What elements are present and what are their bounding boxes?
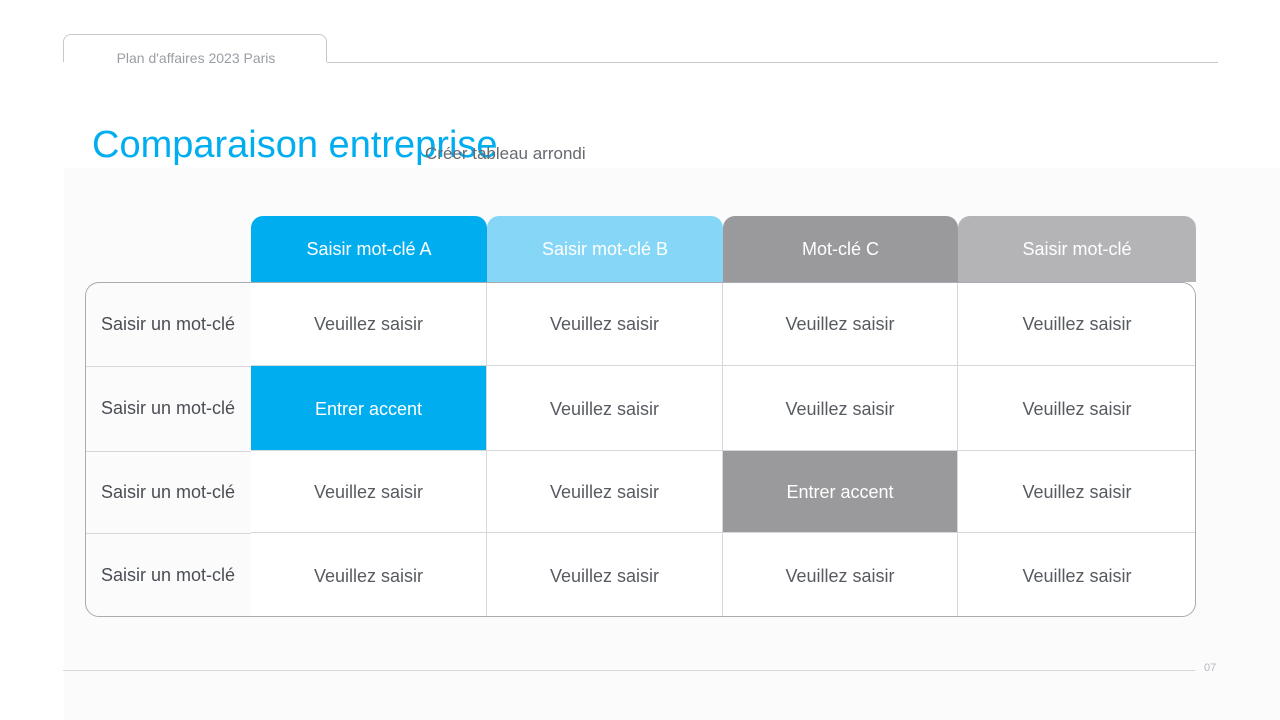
table-cell: Veuillez saisir [958,533,1196,617]
row-label: Saisir un mot-clé [100,481,236,502]
header-tab: Plan d'affaires 2023 Paris [63,34,327,66]
accent-cell: Entrer accent [723,451,958,533]
table-cell: Veuillez saisir [487,282,723,366]
header-label: Plan d'affaires 2023 Paris [116,50,276,66]
table-cell: Veuillez saisir [487,451,723,533]
table-cell: Veuillez saisir [723,282,958,366]
accent-cell: Entrer accent [251,366,487,451]
row-divider [85,533,251,534]
row-label: Saisir un mot-clé [100,398,236,418]
table-cell: Veuillez saisir [251,282,487,366]
table-cell: Veuillez saisir [958,282,1196,366]
table-cell: Veuillez saisir [958,451,1196,533]
table-cell: Veuillez saisir [251,451,487,533]
header-divider [327,62,1218,63]
column-header-c: Mot-clé C [723,216,958,283]
table-cell: Veuillez saisir [723,366,958,451]
column-header-a: Saisir mot-clé A [251,216,487,283]
column-header-b: Saisir mot-clé B [487,216,723,283]
page-title: Comparaison entreprise [92,124,498,166]
column-header-d: Saisir mot-clé [958,216,1196,283]
footer-divider [63,670,1195,671]
table-cell: Veuillez saisir [723,533,958,617]
row-divider [85,366,251,367]
row-label: Saisir un mot-clé [100,564,236,585]
page-number: 07 [1204,662,1217,674]
page-subtitle: Créer tableau arrondi [425,144,586,163]
table-cell: Veuillez saisir [958,366,1196,451]
row-label: Saisir un mot-clé [100,313,236,334]
row-divider [85,451,251,452]
comparison-table: Saisir mot-clé A Saisir mot-clé B Mot-cl… [85,216,1196,617]
table-cell: Veuillez saisir [487,366,723,451]
table-cell: Veuillez saisir [251,533,487,617]
table-cell: Veuillez saisir [487,533,723,617]
